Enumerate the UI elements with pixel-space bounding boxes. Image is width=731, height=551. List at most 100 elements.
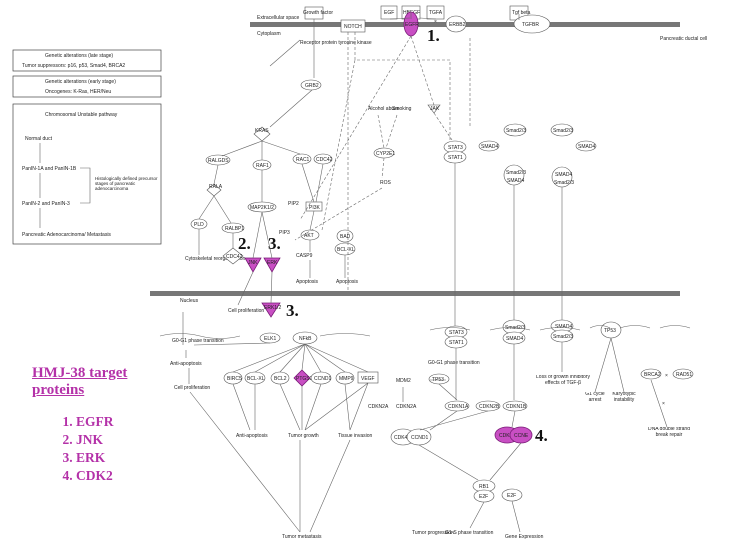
cdc42b-node <box>222 247 244 265</box>
smad23-label-a: Smad2/3 <box>506 128 526 134</box>
progression-step-4: Pancreatic Adenocarcinoma/ Metastasis <box>22 232 111 238</box>
legend-item: JNK <box>76 431 182 449</box>
bclxl-label: BCL-XL <box>337 247 355 253</box>
rac1-label: RAC1 <box>296 157 310 163</box>
cyp2e1-label: CYP2E1 <box>376 151 395 157</box>
rala-label: RALA <box>209 184 223 190</box>
pi3k-label: PI3K <box>309 205 321 211</box>
brca2-label: BRCA2 <box>644 372 661 378</box>
progression-title: Chromosomal Unstable pathway <box>45 112 118 118</box>
erbb2-node <box>445 15 467 33</box>
bcl2-label: BCL2 <box>274 376 287 382</box>
rad51-label: RAD51 <box>676 372 692 378</box>
egf-label: EGF <box>384 10 394 16</box>
kras-label: KRAS <box>255 128 269 134</box>
smoking-label: Smoking <box>392 106 412 112</box>
nuclear-membrane <box>150 291 680 296</box>
jnk-label: JNK <box>248 260 258 266</box>
cdkn1b-label: CDKN1B <box>506 404 527 410</box>
stat1-label: STAT1 <box>448 155 463 161</box>
mapk-label: MAP2K1/2 <box>250 205 274 211</box>
tumor-growth-label: Tumor growth <box>288 433 319 439</box>
anti-apoptosis-label-b: Anti-apoptosis <box>236 433 268 439</box>
cdk2-label: CDK2 <box>499 433 513 439</box>
notch-label: NOTCH <box>344 24 362 30</box>
cdk4-label: CDK4/6 <box>394 435 412 441</box>
grb2-label: GRB2 <box>305 83 319 89</box>
inhibit-mark-c: × <box>662 401 665 407</box>
cdc42b-label: CDC42 <box>226 254 243 260</box>
g0g1-nuc-label: G0-G1 phase transition <box>428 360 480 366</box>
smad23-nuc-label: Smad2/3 <box>505 325 525 331</box>
progression-note: Histologically defined precursor stages … <box>95 176 158 191</box>
cdkn2b-label: CDKN2B <box>479 404 500 410</box>
smad23-node-a <box>503 123 527 137</box>
ralbp1-label: RALBP1 <box>225 226 244 232</box>
tgfbr-label: TGFBR <box>522 22 539 28</box>
mmp9-label: MMP9 <box>339 376 354 382</box>
early-stage-body: Oncogenes: K-Ras, HER/Neu <box>45 89 111 95</box>
ptgs2-label: PTGS2 <box>296 376 313 382</box>
progression-step-3: PanIN-2 and PanIN-3 <box>22 201 70 207</box>
erbb2-label: ERBB2 <box>449 22 466 28</box>
tumor-metastasis-label: Tumor metastasis <box>282 534 322 540</box>
bclxl2-label: BCL-XL <box>247 376 265 382</box>
akt-label: AKT <box>304 233 314 239</box>
stat3-label: STAT3 <box>448 145 463 151</box>
anti-apoptosis-label-a: Anti-apoptosis <box>170 361 202 367</box>
extracellular-label: Extracellular space <box>257 15 299 21</box>
vegf-label: VEGF <box>361 376 375 382</box>
progression-step-2: PanIN-1A and PanIN-1B <box>22 166 77 172</box>
rb1-label: RB1 <box>479 484 489 490</box>
late-stage-box <box>12 49 162 72</box>
ccnd1-label: CCND1 <box>314 376 331 382</box>
erk-label: ERK <box>267 260 278 266</box>
marker-3b: 3. <box>286 301 299 320</box>
erk12-label: ERK1/2 <box>264 305 281 311</box>
tissue-invasion-label: Tissue invasion <box>338 433 372 439</box>
e2f-label-a: E2F <box>479 494 488 500</box>
smad4-node-a <box>478 140 500 152</box>
smad23-complex-label-a: Smad2/3 <box>506 170 526 176</box>
growth-factor-label: Growth factor <box>303 10 333 16</box>
karyotypic-label: Karyotypic instability <box>612 392 636 403</box>
tgfa-label: TGFA <box>429 10 443 16</box>
stat1-nuc-label: STAT1 <box>449 340 464 346</box>
grb2-node <box>300 79 322 91</box>
cdkn2a-label-b: CDKN2A <box>396 404 417 410</box>
bad-label: BAD <box>340 234 351 240</box>
edge-lines <box>182 12 668 533</box>
stat3-nuc-label: STAT3 <box>449 330 464 336</box>
smad23-nuc-label-b: Smad2/3 <box>553 334 573 340</box>
apoptosis-label-a: Apoptosis <box>296 279 318 285</box>
raf1-label: RAF1 <box>256 163 269 169</box>
receptor-kinase-label: Receptor protein tyrosine kinase <box>300 40 372 46</box>
pip3-label: PIP3 <box>279 230 290 236</box>
gene-expression-label: Gene Expression <box>505 534 544 540</box>
rad51-node <box>672 368 694 380</box>
dashed-edge-lines <box>294 32 471 290</box>
tumor-progression-label: Tumor progression <box>412 530 454 536</box>
cdkn1a-label: CDKN1A <box>448 404 469 410</box>
ccne-label: CCNE <box>514 433 529 439</box>
legend-item: CDK2 <box>76 467 182 485</box>
bad-node <box>336 229 354 243</box>
progression-box <box>12 103 162 245</box>
tgfbr-node <box>513 14 551 34</box>
dna-repair-label: DNA double strand break repair <box>648 427 690 438</box>
marker-4: 4. <box>535 426 548 445</box>
ralgds-label: RALGDS <box>208 158 229 164</box>
jak-label: JAK <box>430 106 440 112</box>
smad4-nuc-label-a: SMAD4 <box>506 336 523 342</box>
egfr-label: EGFR <box>405 22 419 28</box>
early-stage-title: Genetic alterations (early stage) <box>45 79 116 85</box>
tp53-nuc-label: TP53 <box>604 328 616 334</box>
legend-item: EGFR <box>76 413 182 431</box>
smad4-node-b <box>575 140 597 152</box>
cell-prolif-label: Cell proliferation <box>228 308 264 314</box>
ccnd-label: CCND1 <box>411 435 428 441</box>
nfkb-label: NFkB <box>299 336 312 342</box>
marker-2: 2. <box>238 234 251 253</box>
g0g1-label: G0-G1 phase transition <box>172 338 224 344</box>
g1s-label: G1-S phase transition <box>445 530 494 536</box>
